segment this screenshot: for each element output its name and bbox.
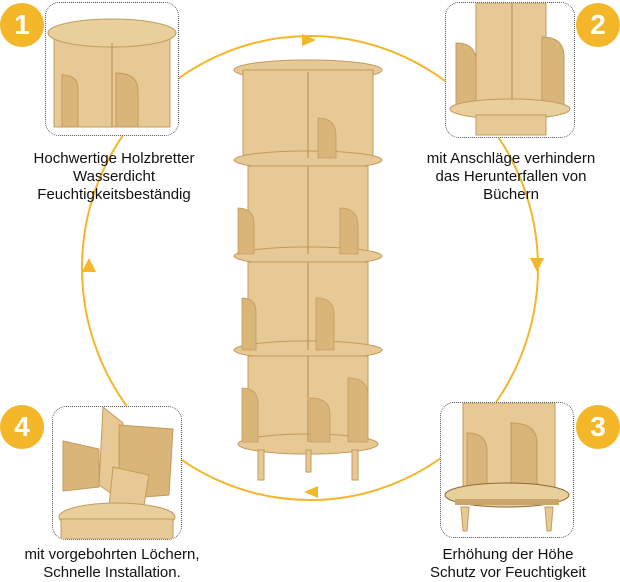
arrow-left-icon — [82, 258, 96, 272]
feature-4-line-1: mit vorgebohrten Löchern, — [24, 546, 200, 563]
arrow-top-icon — [302, 34, 316, 46]
feature-2-line-3: Büchern — [483, 186, 539, 203]
feature-1-line-3: Feuchtigkeitsbeständig — [37, 186, 191, 203]
arrow-bottom-icon — [304, 486, 318, 498]
feature-2-line-1: mit Anschläge verhindern — [426, 150, 596, 167]
feature-2-line-2: das Herunterfallen von — [435, 168, 587, 185]
feature-1-photo-frame — [45, 2, 179, 136]
feature-1-line-2: Wasserdicht — [73, 168, 155, 185]
rotating-bookcase-image — [233, 59, 383, 481]
feature-1-photo — [46, 3, 178, 135]
feature-2-photo — [446, 3, 574, 137]
feature-3-photo-frame — [440, 402, 574, 538]
feature-4-line-2: Schnelle Installation. — [43, 564, 181, 581]
feature-3-badge: 3 — [576, 405, 620, 449]
feature-4-photo — [53, 407, 181, 539]
feature-1-badge: 1 — [0, 3, 44, 47]
feature-2-caption: mit Anschläge verhindern das Herunterfal… — [381, 150, 620, 204]
feature-4-badge: 4 — [0, 405, 44, 449]
feature-3-line-1: Erhöhung der Höhe — [442, 546, 574, 563]
feature-2-photo-frame — [445, 2, 575, 138]
arrow-right-icon — [530, 258, 544, 272]
feature-4-photo-frame — [52, 406, 182, 540]
feature-1-line-1: Hochwertige Holzbretter — [33, 150, 195, 167]
feature-1-caption: Hochwertige Holzbretter Wasserdicht Feuc… — [0, 150, 244, 204]
feature-2-badge: 2 — [576, 3, 620, 47]
feature-3-photo — [441, 403, 573, 537]
feature-3-caption: Erhöhung der Höhe Schutz vor Feuchtigkei… — [378, 546, 620, 582]
feature-4-caption: mit vorgebohrten Löchern, Schnelle Insta… — [0, 546, 242, 582]
feature-3-line-2: Schutz vor Feuchtigkeit — [430, 564, 586, 581]
